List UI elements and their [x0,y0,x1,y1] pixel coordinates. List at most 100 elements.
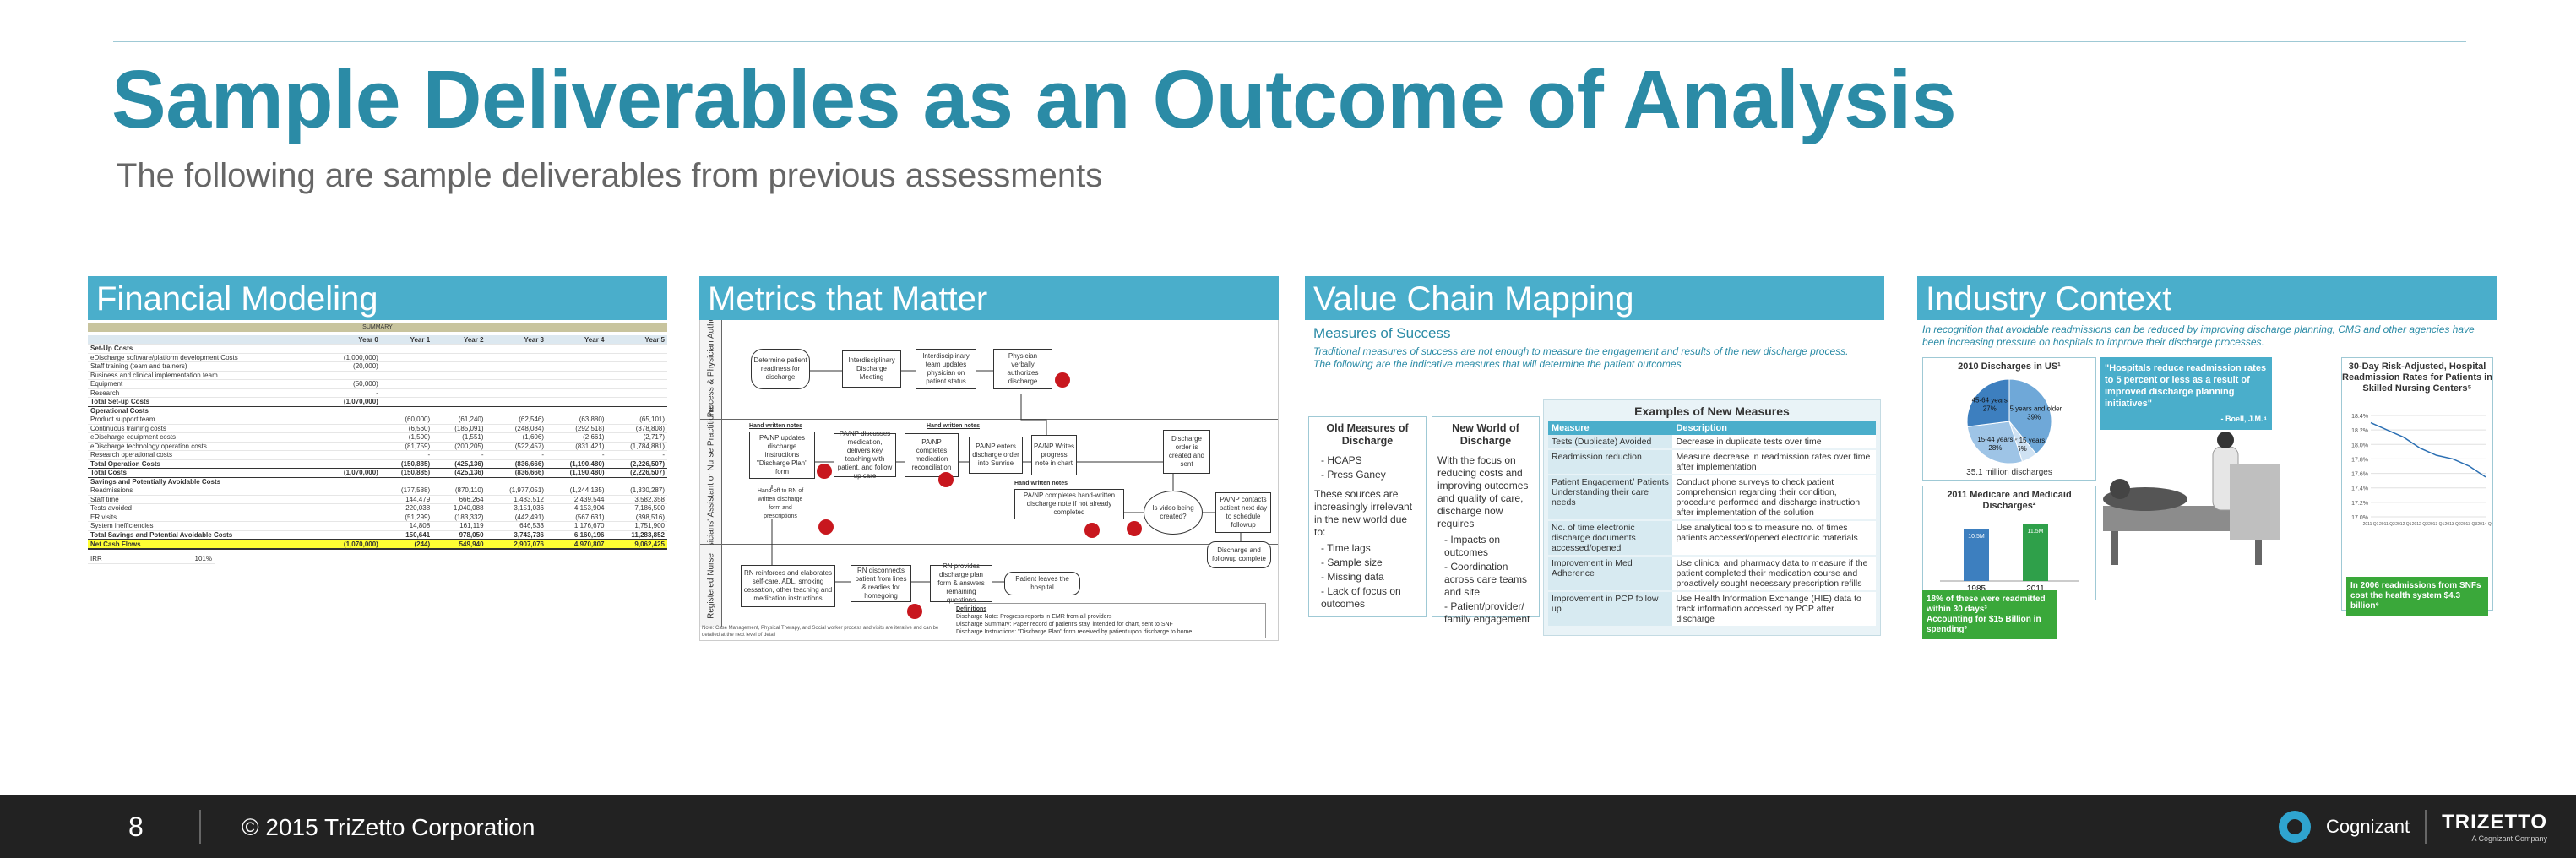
pain-point-icon [938,472,954,487]
snf-cost-callout: In 2006 readmissions from SNFs cost the … [2346,577,2488,616]
quote-text: "Hospitals reduce readmission rates to 5… [2105,363,2267,409]
copyright-text: © 2015 TriZetto Corporation [242,814,535,840]
table-cell: No. of time electronic discharge documen… [1548,520,1673,557]
table-cell: 11,283,852 [606,529,667,540]
flow-end: Discharge and followup complete [1207,541,1271,568]
table-cell: 3,582,358 [606,495,667,504]
page-number: 8 [128,812,144,842]
table-cell [432,406,486,415]
definition-item: Discharge Note: Progress reports in EMR … [956,614,1112,620]
value-chain-slide: Measures of Success Traditional measures… [1305,320,1884,641]
table-cell: Improvement in Med Adherence [1548,556,1673,592]
pie-slice [1966,421,2024,464]
table-cell [380,406,433,415]
flow-step: PA/NP contacts patient next day to sched… [1215,492,1271,533]
table-cell [320,450,381,460]
table-cell: (50,000) [320,379,381,389]
table-header: Description [1672,421,1876,435]
footer-logos: Cognizant TRIZETTO A Cognizant Company [2279,806,2547,847]
table-cell: - [380,450,433,460]
table-cell: 4,970,807 [546,538,607,550]
table-cell [380,477,433,486]
table-row: Equipment(50,000) [88,379,667,389]
table-cell: eDischarge equipment costs [88,432,321,443]
table-cell: (2,717) [606,432,667,443]
pie-chart-card: 2010 Discharges in US¹ 65 years and olde… [1922,357,2096,481]
table-cell: (1,070,000) [320,538,381,550]
y-tick-label: 17.4% [2351,486,2368,492]
table-cell: (1,500) [380,432,433,443]
table-cell: 978,050 [432,529,486,540]
old-reason-item: Missing data [1321,571,1421,584]
table-cell: 2,907,076 [486,538,546,550]
table-cell: eDischarge software/platform development… [88,353,321,362]
table-cell: 9,062,425 [606,538,667,550]
panel-value-chain-mapping: Value Chain Mapping Measures of Success … [1305,276,1884,641]
x-tick-label: 2011 Q1 [2363,522,2379,527]
callout-item: 18% of these were readmitted within 30 d… [1927,595,2046,614]
table-cell [606,371,667,380]
table-cell: (244) [380,538,433,550]
panel-title: Value Chain Mapping [1305,276,1884,320]
table-row: Product support team(60,000)(61,240)(62,… [88,415,667,425]
new-world-title: New World of Discharge [1452,422,1519,447]
table-cell: System inefficiencies [88,521,321,531]
decision-node: Is video being created? [1144,491,1203,535]
table-cell [380,397,433,407]
table-row: ER visits(51,299)(183,332)(442,491)(567,… [88,513,667,522]
table-cell [486,344,546,354]
table-cell: Research [88,388,321,398]
table-row: Total Savings and Potential Avoidable Co… [88,529,667,540]
table-cell: (81,759) [380,442,433,451]
swimlane-diagram: Hospital Process & Physician Authorizati… [699,320,1279,641]
table-cell: Use analytical tools to measure no. of t… [1672,520,1876,557]
table-cell [432,371,486,380]
pie-slice-label: 45-64 years [1972,396,2008,404]
table-cell [320,529,381,540]
line-chart-title: 30-Day Risk-Adjusted, Hospital Readmissi… [2342,361,2492,394]
table-cell: (398,516) [606,513,667,522]
table-cell: (2,226,507) [606,468,667,478]
flow-step: RN disconnects patient from lines & read… [851,565,911,602]
table-cell [432,388,486,398]
table-cell [320,406,381,415]
table-cell: (62,546) [486,415,546,425]
table-cell [320,344,381,354]
table-cell [320,513,381,522]
table-header [88,335,321,345]
panel-industry-context: Industry Context In recognition that avo… [1917,276,2497,641]
y-tick-label: 17.6% [2351,472,2368,478]
table-cell [546,344,607,354]
table-row: eDischarge software/platform development… [88,353,667,362]
pie-slice-pct: 27% [1983,405,1997,412]
hand-note-label: Hand written notes [749,423,803,429]
table-cell: Patient Engagement/ Patients Understandi… [1548,475,1673,521]
table-cell: (1,070,000) [320,397,381,407]
table-row: Total Operation Costs(150,885)(425,136)(… [88,459,667,469]
table-cell: (425,136) [432,459,486,469]
table-row: Total Set-up Costs(1,070,000) [88,397,667,407]
hand-note-label: Hand written notes [927,423,981,429]
flow-step: RN provides discharge plan form & answer… [930,562,992,604]
new-world-item: Coordination across care teams and site [1444,561,1534,599]
table-cell [546,361,607,372]
table-cell: 1,176,670 [546,521,607,531]
logo-divider [2425,810,2427,844]
flow-step: Physician verbally authorizes discharge [993,349,1052,389]
x-tick-label: 2012 Q1 [2395,522,2411,527]
slide-title: Sample Deliverables as an Outcome of Ana… [111,53,1957,145]
panel-title: Industry Context [1917,276,2497,320]
table-cell [606,388,667,398]
new-measures-title: Examples of New Measures [1634,405,1790,418]
table-cell [486,353,546,362]
table-cell [320,459,381,469]
irr-value: 101% [142,554,215,564]
table-cell [320,477,381,486]
table-cell: (1,190,480) [546,459,607,469]
pain-point-icon [907,604,922,619]
table-header: Year 0 [320,335,381,345]
